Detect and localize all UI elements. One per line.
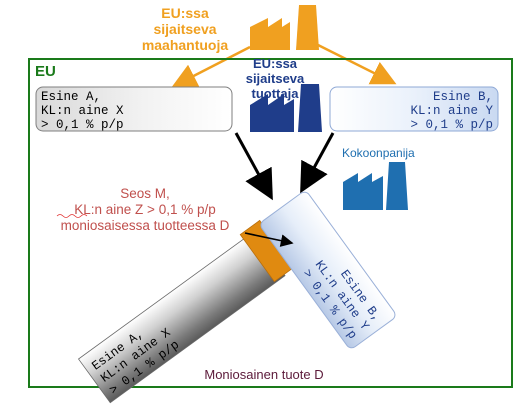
producer-line-3: tuottaja [252, 86, 300, 101]
article-b-line-1: Esine B, [433, 90, 493, 104]
article-b-line-3: > 0,1 % p/p [410, 118, 493, 132]
importer-line-3: maahantuoja [142, 37, 229, 53]
article-a-line-1: Esine A, [41, 90, 101, 104]
eu-label: EU [35, 63, 56, 80]
importer-label: EU:ssa sijaitseva maahantuoja [142, 5, 229, 53]
assembler-label: Kokoonpanija [342, 146, 415, 160]
factory-icon [343, 162, 408, 210]
arrow-importer-to-article-a [171, 45, 251, 88]
article-a-line-2: KL:n aine X [41, 104, 124, 118]
producer-line-1: EU:ssa [253, 56, 298, 71]
mixture-m-label: Seos M, KL:n aine Z > 0,1 % p/p moniosai… [56, 186, 230, 233]
product-d-label: Moniosainen tuote D [204, 367, 323, 382]
article-b-line-2: KL:n aine Y [410, 104, 493, 118]
mixture-m-line-2: KL:n aine Z > 0,1 % p/p [74, 202, 215, 217]
arrow-article-b-to-product [300, 132, 335, 194]
article-b-box: Esine B, KL:n aine Y > 0,1 % p/p [329, 86, 499, 132]
arrow-mixture-to-joint [244, 232, 294, 247]
factory-icon [250, 84, 322, 132]
mixture-m-line-3: moniosaisessa tuotteessa D [61, 218, 230, 233]
importer-line-1: EU:ssa [161, 5, 209, 21]
eu-border [28, 58, 513, 388]
arrow-importer-to-article-b [317, 43, 397, 85]
arrow-article-a-to-product [234, 132, 273, 201]
article-a-line-3: > 0,1 % p/p [41, 118, 124, 132]
producer-label: EU:ssa sijaitseva tuottaja [246, 56, 305, 101]
producer-line-2: sijaitseva [246, 71, 305, 86]
mixture-m-line-1: Seos M, [120, 186, 170, 201]
factory-icon [250, 5, 319, 50]
product-part-b: Esine B, KL:n aine Y > 0,1 % p/p [260, 191, 396, 349]
article-a-box: Esine A, KL:n aine X > 0,1 % p/p [35, 86, 233, 132]
importer-line-2: sijaitseva [153, 21, 216, 37]
